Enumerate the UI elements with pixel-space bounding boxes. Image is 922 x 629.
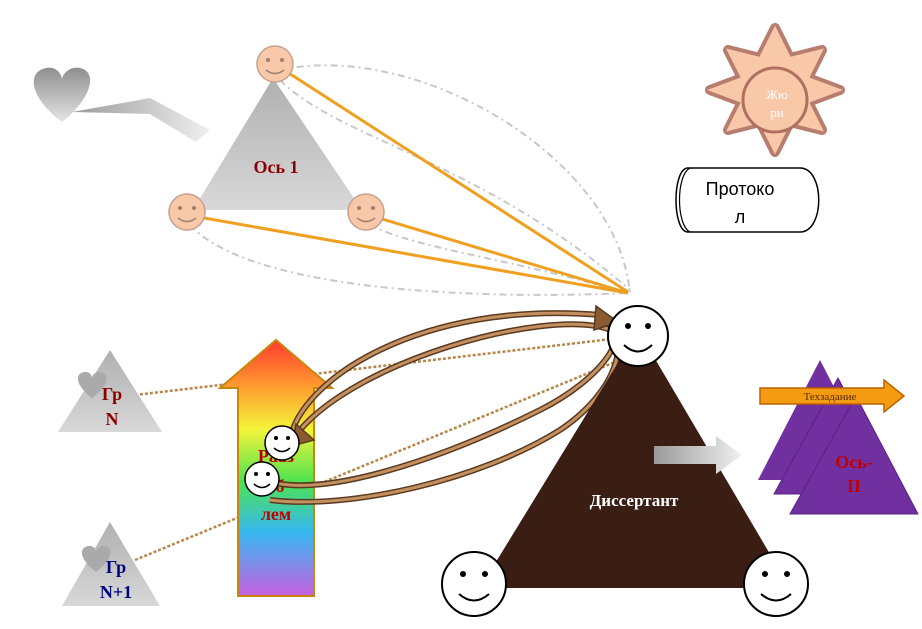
jury-label-2: ри — [770, 105, 784, 120]
orange-link — [283, 68, 629, 294]
protocol-curl — [678, 167, 691, 233]
axis1-triangle — [193, 78, 362, 210]
problem-label-3: лем — [261, 504, 291, 524]
axis1-label: Ось 1 — [253, 157, 298, 177]
orange-link — [371, 214, 629, 295]
heart-icon — [77, 371, 107, 398]
orange-links — [192, 68, 629, 295]
spec-arrow — [759, 378, 906, 414]
axis2-triangles — [758, 360, 919, 515]
protocol-shape — [675, 167, 820, 233]
face-icon — [244, 461, 280, 497]
protocol-label-1: Протоко — [706, 179, 775, 199]
gray-arrow — [654, 436, 742, 474]
problem-arrow — [217, 338, 335, 597]
dissertant-label: Диссертант — [590, 491, 679, 510]
heart-icon — [33, 67, 91, 122]
face-icon — [256, 45, 294, 83]
group-n-label-1: Гр — [102, 384, 122, 404]
group-links — [134, 336, 621, 562]
protocol-label-2: л — [735, 207, 746, 227]
face-icon — [347, 193, 385, 231]
face-icon — [264, 425, 300, 461]
dashed-link — [189, 224, 629, 296]
axis2-label-1: Ось- — [835, 452, 873, 472]
dashed-link — [369, 224, 626, 294]
heart-icon — [81, 545, 111, 572]
dissertant-triangle — [480, 330, 790, 588]
group-n-triangle — [58, 350, 162, 432]
face-icon — [441, 551, 507, 617]
group-n1-label-1: Гр — [106, 557, 126, 577]
face-icon — [743, 551, 809, 617]
group-n1-triangle — [62, 522, 160, 606]
spec-label: Техзадание — [804, 391, 857, 403]
orange-link — [192, 214, 629, 295]
group-n1-label-2: N+1 — [100, 582, 132, 602]
axis2-label-2: II — [847, 476, 861, 496]
group-n-label-2: N — [106, 409, 119, 429]
dashed-link — [279, 79, 631, 291]
heart-arrow — [72, 98, 210, 142]
face-icon — [607, 305, 669, 367]
face-icon — [168, 193, 206, 231]
jury-label-1: Жю — [766, 87, 788, 102]
sun-icon — [705, 23, 845, 157]
